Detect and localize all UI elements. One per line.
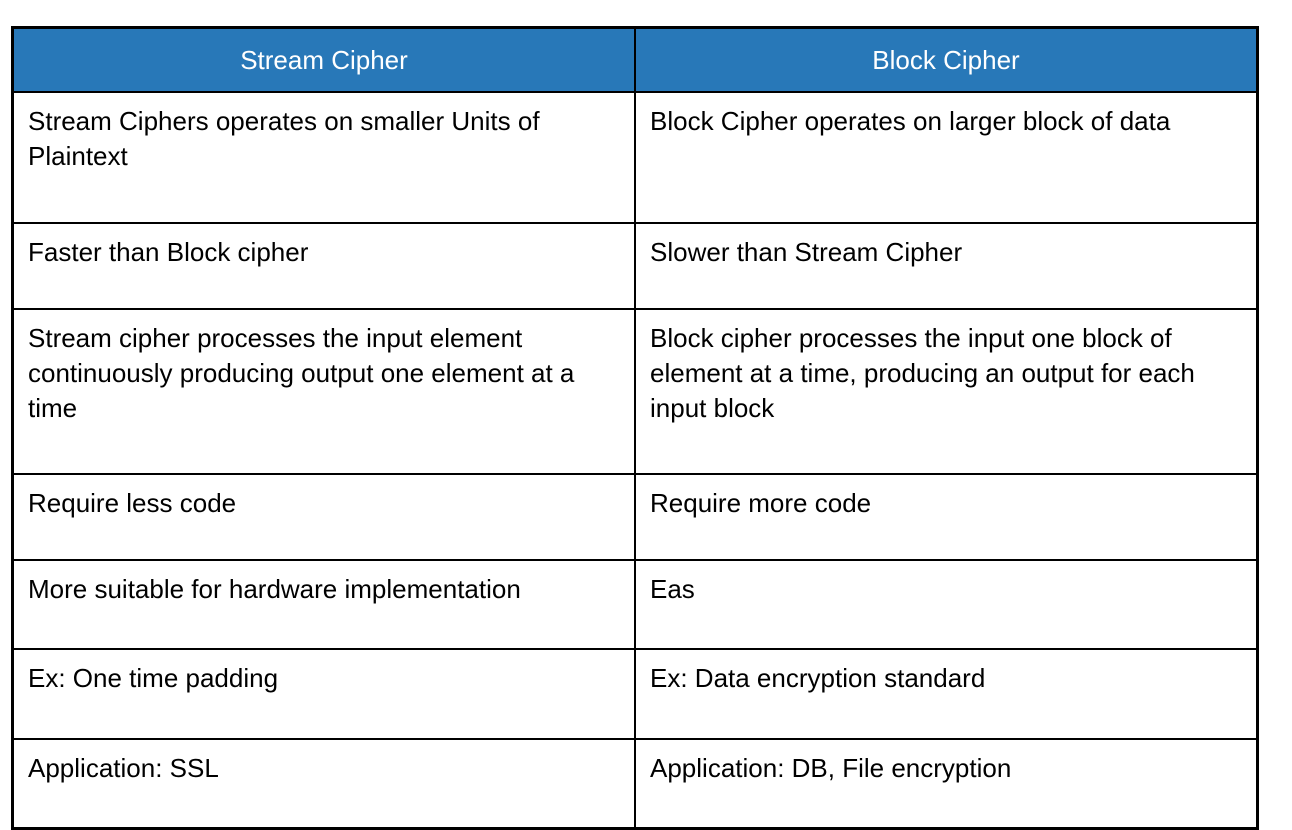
cell-block-example: Ex: Data encryption standard — [634, 648, 1259, 740]
table-row: Ex: One time padding Ex: Data encryption… — [11, 648, 1259, 740]
table-row: More suitable for hardware implementatio… — [11, 559, 1259, 650]
cell-block-operates: Block Cipher operates on larger block of… — [634, 91, 1259, 224]
header-stream-cipher: Stream Cipher — [11, 26, 636, 93]
cell-block-application: Application: DB, File encryption — [634, 738, 1259, 830]
cell-block-hardware: Eas — [634, 559, 1259, 650]
table-row: Stream cipher processes the input elemen… — [11, 308, 1259, 475]
cell-block-speed: Slower than Stream Cipher — [634, 222, 1259, 310]
cell-stream-code: Require less code — [11, 473, 636, 561]
table-header-row: Stream Cipher Block Cipher — [11, 26, 1259, 93]
header-block-cipher: Block Cipher — [634, 26, 1259, 93]
table-row: Stream Ciphers operates on smaller Units… — [11, 91, 1259, 224]
cell-stream-operates: Stream Ciphers operates on smaller Units… — [11, 91, 636, 224]
cell-stream-speed: Faster than Block cipher — [11, 222, 636, 310]
cell-block-processing: Block cipher processes the input one blo… — [634, 308, 1259, 475]
table-row: Application: SSL Application: DB, File e… — [11, 738, 1259, 830]
table-row: Faster than Block cipher Slower than Str… — [11, 222, 1259, 310]
cell-stream-processing: Stream cipher processes the input elemen… — [11, 308, 636, 475]
table-row: Require less code Require more code — [11, 473, 1259, 561]
cell-block-code: Require more code — [634, 473, 1259, 561]
cell-stream-hardware: More suitable for hardware implementatio… — [11, 559, 636, 650]
page: Stream Cipher Block Cipher Stream Cipher… — [11, 26, 1259, 830]
cell-stream-example: Ex: One time padding — [11, 648, 636, 740]
cell-stream-application: Application: SSL — [11, 738, 636, 830]
comparison-table: Stream Cipher Block Cipher Stream Cipher… — [11, 26, 1259, 830]
